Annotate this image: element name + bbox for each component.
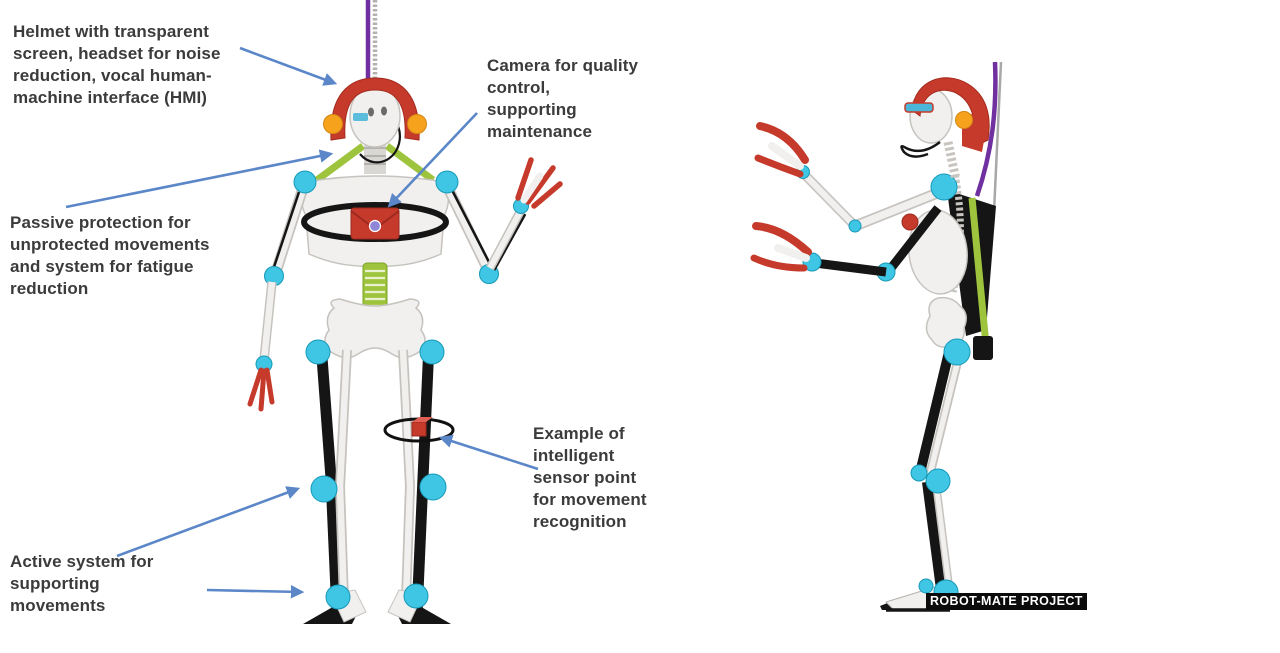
side-knee-joint [925,468,951,494]
arrow-passive-protection [65,149,334,209]
front-robot-figure [247,0,563,624]
side-back-rod [968,197,990,346]
side-shoulder-joint [930,173,958,201]
side-lower-arm [750,205,942,282]
side-hip-joint [943,338,971,366]
arrow-camera [387,112,478,208]
front-camera-device [350,207,400,240]
front-right-hand [515,157,563,209]
annotation-active-label: Active system for supporting movements [10,552,154,615]
arrow-helmet [239,46,338,86]
annotation-camera-label: Camera for quality control, supporting m… [487,56,639,141]
sensor-ring [383,417,455,443]
sensor-cube [411,421,427,437]
side-helmet [911,77,990,149]
arrow-sensor-point [438,434,539,471]
front-glasses [353,113,368,121]
front-camera-lens [368,219,382,233]
front-left-hand [247,367,275,412]
side-leg [880,338,971,612]
side-lower-claw [750,222,812,272]
annotation-helmet-label: Helmet with transparent screen, headset … [13,22,221,107]
front-knee-joint-right [419,473,447,501]
front-hip-joint-right [419,339,445,365]
front-headset-left [323,114,343,134]
front-ankle-joint-right [403,583,429,609]
annotation-sensor-label: Example of intelligent sensor point for … [533,424,647,531]
arrow-active-system-knee [116,486,301,558]
front-eye-right [381,106,387,116]
front-support-cable [365,0,378,84]
side-glasses [904,102,934,113]
annotation-passive-label: Passive protection for unprotected movem… [10,213,210,298]
side-robot-figure [750,61,1003,612]
front-right-arm [435,157,563,284]
annotation-arrows [65,46,539,599]
side-head [900,77,990,181]
front-ankle-joint-left [325,584,351,610]
arrow-active-system-ankle [206,585,305,599]
front-torso [300,175,450,359]
front-helmet [330,77,420,141]
front-hip-joint-left [305,339,331,365]
front-head [323,77,427,164]
front-knee-joint-left [310,475,338,503]
front-legs [303,339,455,624]
side-support-cable [974,61,1003,213]
side-chest-device [901,213,919,231]
side-upper-claw [754,122,809,178]
project-caption: ROBOT-MATE PROJECT [926,593,1087,610]
side-headset [955,111,973,129]
front-left-arm [247,170,317,412]
front-eye-left [368,107,374,117]
front-pelvis [324,298,426,359]
side-upper-arm [754,122,943,233]
front-headset-right [407,114,427,134]
side-microphone [900,141,941,158]
